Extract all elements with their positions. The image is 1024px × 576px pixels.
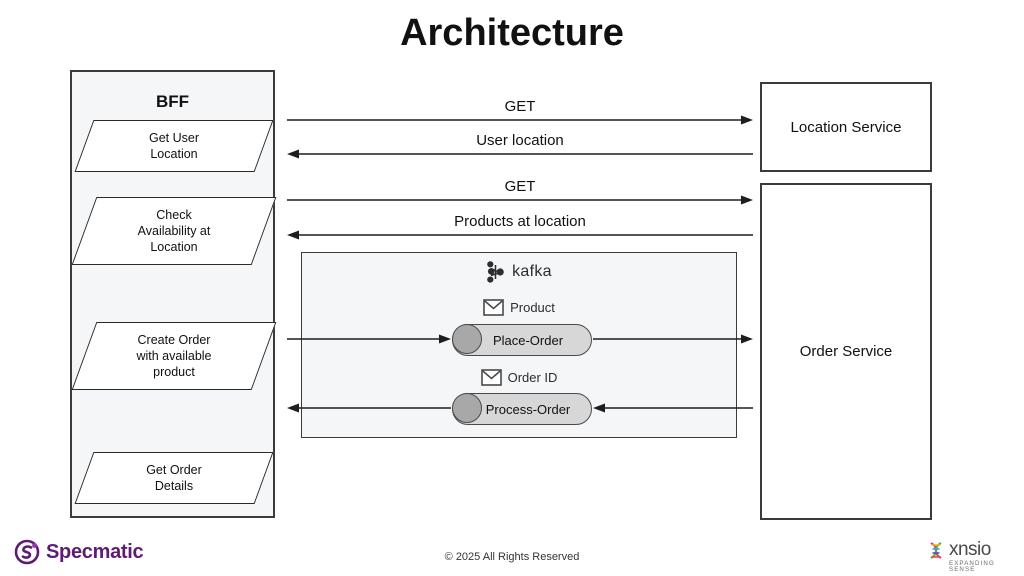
specmatic-mark-icon	[14, 539, 40, 565]
queue-cap-icon	[452, 393, 482, 423]
kafka-header: kafka	[302, 261, 736, 283]
kafka-message-product: Product	[302, 299, 736, 316]
service-box-location[interactable]: Location Service	[760, 82, 932, 172]
flow-arrow-user-location	[287, 149, 753, 159]
flow-label-products-at-location: Products at location	[454, 213, 586, 230]
kafka-topic-label: Place-Order	[492, 332, 564, 348]
kafka-container: kafka Product Place-Order Order ID Proce…	[301, 252, 737, 438]
kafka-message-label: Product	[510, 300, 555, 315]
kafka-icon	[487, 261, 504, 283]
flow-label-get-location: GET	[504, 98, 536, 115]
xnsio-helix-icon	[930, 542, 942, 559]
flow-arrow-get-products	[287, 195, 753, 205]
bff-panel-title: BFF	[155, 92, 190, 111]
flow-label-get-products: GET	[504, 178, 536, 195]
flow-arrow-get-location	[287, 115, 753, 125]
flow-arrow-place-order-to-order-service	[593, 334, 753, 344]
service-label: Location Service	[790, 118, 902, 136]
flow-label-user-location: User location	[476, 132, 564, 149]
xnsio-wordmark: xnsio	[948, 539, 991, 560]
service-label: Order Service	[799, 343, 893, 360]
kafka-topic-process-order[interactable]: Process-Order	[452, 393, 592, 425]
flow-arrow-products-at-location	[287, 230, 753, 240]
queue-cap-icon	[452, 324, 482, 354]
envelope-icon	[480, 369, 502, 386]
kafka-label: kafka	[512, 263, 552, 280]
kafka-message-order-id: Order ID	[302, 369, 736, 386]
xnsio-text-block: xnsio EXPANDING SENSE	[949, 540, 1024, 573]
specmatic-wordmark: Specmatic	[46, 540, 144, 563]
flow-arrow-bff-to-place-order	[287, 334, 451, 344]
kafka-topic-label: Process-Order	[485, 401, 571, 417]
page-title: Architecture	[400, 12, 624, 54]
flow-arrow-process-order-to-bff	[287, 403, 451, 413]
copyright-text: © 2025 All Rights Reserved	[444, 551, 580, 563]
xnsio-logo: xnsio EXPANDING SENSE	[928, 540, 1024, 573]
kafka-topic-place-order[interactable]: Place-Order	[452, 324, 592, 356]
xnsio-tagline: EXPANDING SENSE	[948, 560, 995, 574]
specmatic-logo: Specmatic	[14, 539, 144, 565]
kafka-message-label: Order ID	[507, 370, 558, 385]
envelope-icon	[483, 299, 504, 316]
service-box-order[interactable]: Order Service	[760, 183, 932, 520]
flow-arrow-order-service-to-process-order	[593, 403, 753, 413]
